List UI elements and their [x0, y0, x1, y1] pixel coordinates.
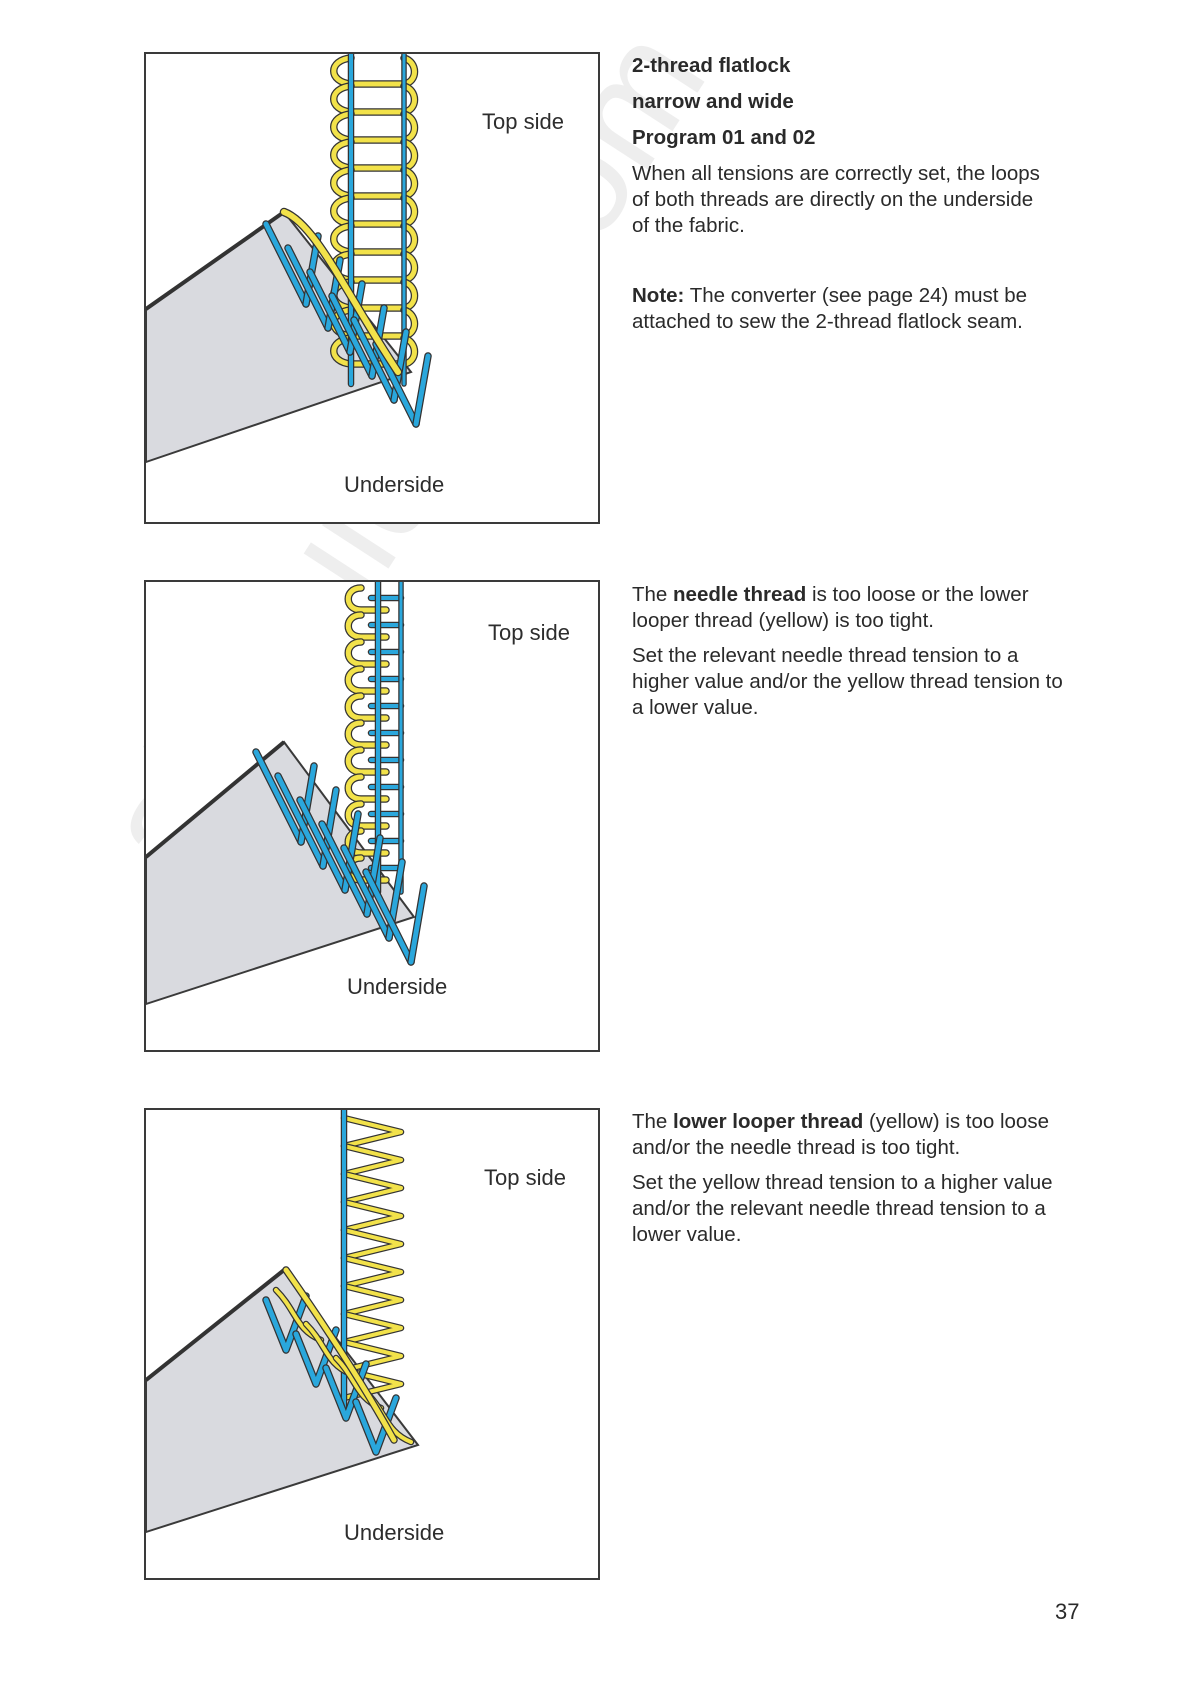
heading-program: Program 01 and 02 [632, 126, 816, 149]
bold-lower-looper-thread: lower looper thread [673, 1110, 864, 1133]
figure-looper-thread-loose: Top side Underside [144, 1108, 600, 1580]
heading-narrow-wide: narrow and wide [632, 90, 794, 113]
stitch-illustration-1 [146, 54, 432, 464]
page-number: 37 [1055, 1599, 1080, 1624]
underside-label: Underside [347, 974, 448, 999]
paragraph-needle-fix: Set the relevant needle thread tension t… [632, 644, 1063, 719]
note-text: The converter (see page 24) must be atta… [632, 284, 1028, 333]
paragraph-needle-problem: The needle thread is too loose or the lo… [632, 583, 1029, 632]
paragraph-looper-fix: Set the yellow thread tension to a highe… [632, 1171, 1053, 1246]
top-side-label: Top side [484, 1165, 566, 1190]
section-needle-thread-loose: The needle thread is too loose or the lo… [632, 582, 1092, 730]
top-side-label: Top side [482, 109, 564, 134]
top-side-label: Top side [488, 620, 570, 645]
note-label: Note: [632, 284, 685, 307]
underside-label: Underside [344, 1520, 445, 1545]
paragraph-correct-tension: When all tensions are correctly set, the… [632, 162, 1040, 237]
note: Note: The converter (see page 24) must b… [632, 283, 1092, 335]
stitch-illustration-2 [146, 582, 428, 1006]
bold-needle-thread: needle thread [673, 583, 807, 606]
section-correct-tension: 2-thread flatlock narrow and wide Progra… [632, 53, 1092, 344]
paragraph-looper-problem: The lower looper thread (yellow) is too … [632, 1110, 1049, 1159]
section-looper-thread-loose: The lower looper thread (yellow) is too … [632, 1109, 1092, 1257]
stitch-illustration-3 [146, 1110, 420, 1534]
figure-needle-thread-loose: Top side Underside [144, 580, 600, 1052]
figure-correct-tension: Top side Underside [144, 52, 600, 524]
heading-flatlock: 2-thread flatlock [632, 54, 791, 77]
underside-label: Underside [344, 472, 445, 497]
